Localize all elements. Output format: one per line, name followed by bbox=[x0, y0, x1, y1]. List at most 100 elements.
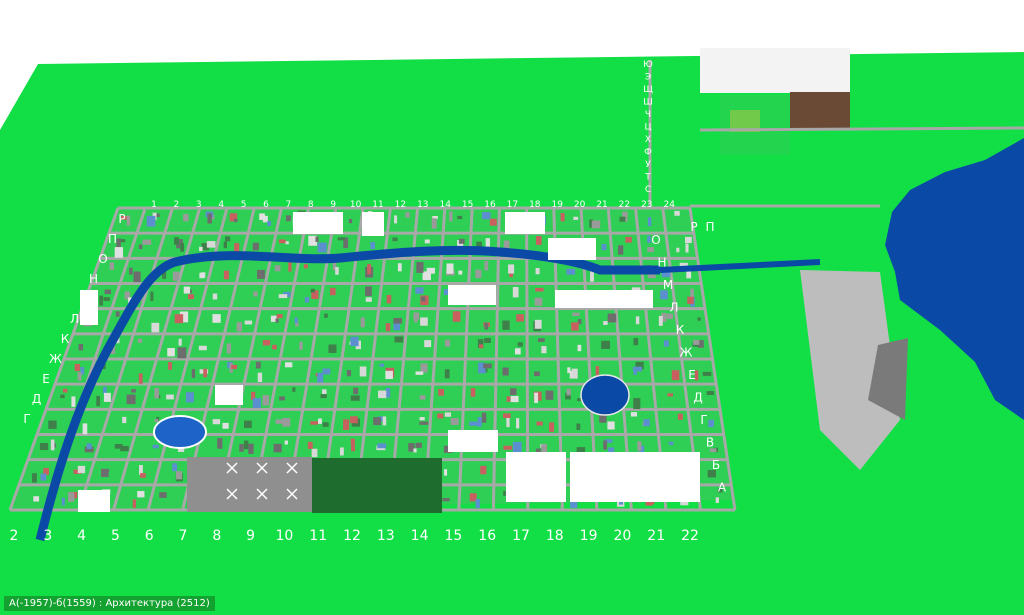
row-label: Н bbox=[657, 256, 666, 270]
white-lot bbox=[570, 452, 700, 502]
column-label: 1 bbox=[151, 200, 157, 210]
column-label: 14 bbox=[439, 200, 451, 210]
column-label: 9 bbox=[330, 200, 336, 210]
column-label: 20 bbox=[613, 528, 631, 544]
row-label: Ж bbox=[680, 346, 693, 360]
row-label: А bbox=[718, 481, 727, 495]
column-label: 17 bbox=[512, 528, 530, 544]
column-label: 5 bbox=[111, 528, 120, 544]
coastal-strip bbox=[800, 270, 900, 470]
column-label: 20 bbox=[574, 200, 586, 210]
row-label: Г bbox=[23, 412, 30, 426]
column-label: 13 bbox=[377, 528, 395, 544]
column-label: 16 bbox=[484, 200, 496, 210]
column-label: 22 bbox=[619, 200, 630, 210]
row-label: К bbox=[676, 323, 685, 337]
row-label: П bbox=[705, 220, 714, 234]
white-lot bbox=[555, 290, 653, 308]
column-label: 22 bbox=[681, 528, 699, 544]
column-label: 19 bbox=[551, 200, 563, 210]
north-park bbox=[720, 95, 790, 155]
column-label: 7 bbox=[286, 200, 292, 210]
column-label: 16 bbox=[478, 528, 496, 544]
row-label: Р bbox=[118, 212, 125, 226]
row-label: К bbox=[61, 332, 70, 346]
white-lot bbox=[78, 490, 110, 512]
column-label: 13 bbox=[417, 200, 428, 210]
column-label: 2 bbox=[10, 528, 19, 544]
column-label: 12 bbox=[395, 200, 406, 210]
row-label: О bbox=[651, 233, 660, 247]
white-lot bbox=[293, 212, 343, 234]
airfield-markings bbox=[226, 462, 298, 500]
white-lot bbox=[215, 385, 243, 405]
row-label: Э bbox=[645, 73, 651, 83]
column-label: 10 bbox=[350, 200, 362, 210]
white-lot bbox=[505, 212, 545, 234]
column-label: 17 bbox=[507, 200, 518, 210]
row-label: Ч bbox=[645, 110, 651, 120]
column-label: 18 bbox=[546, 528, 564, 544]
column-label: 10 bbox=[275, 528, 293, 544]
airfield bbox=[187, 457, 312, 512]
row-label: Ц bbox=[645, 123, 652, 133]
white-lot bbox=[448, 430, 498, 452]
row-label: С bbox=[645, 185, 651, 195]
row-label: Т bbox=[644, 173, 651, 183]
river bbox=[35, 245, 660, 542]
row-label: П bbox=[108, 232, 117, 246]
white-lot bbox=[506, 452, 566, 502]
row-label: М bbox=[79, 292, 89, 306]
column-label: 15 bbox=[462, 200, 473, 210]
column-label: 21 bbox=[596, 200, 607, 210]
row-label: В bbox=[706, 436, 714, 450]
column-label: 11 bbox=[309, 528, 327, 544]
row-label: У bbox=[645, 160, 651, 170]
channel bbox=[659, 259, 821, 273]
tower bbox=[868, 338, 908, 420]
stadium bbox=[153, 415, 207, 449]
white-lot bbox=[548, 238, 596, 260]
column-label: 8 bbox=[308, 200, 314, 210]
row-label: Р bbox=[690, 220, 697, 234]
airport bbox=[312, 458, 442, 513]
column-label: 15 bbox=[444, 528, 462, 544]
row-label: Ш bbox=[643, 98, 653, 108]
row-label: Х bbox=[645, 135, 651, 145]
column-label: 23 bbox=[641, 200, 652, 210]
row-label: М bbox=[663, 278, 673, 292]
row-label: Д bbox=[693, 391, 702, 405]
sea bbox=[885, 138, 1024, 420]
row-label: Ж bbox=[49, 352, 62, 366]
row-label: Ф bbox=[644, 148, 652, 158]
column-label: 11 bbox=[372, 200, 383, 210]
row-label: Л bbox=[669, 301, 678, 315]
column-label: 4 bbox=[218, 200, 224, 210]
row-label: Щ bbox=[643, 85, 653, 95]
column-label: 7 bbox=[179, 528, 188, 544]
row-label: Б bbox=[712, 458, 720, 472]
white-lot bbox=[362, 212, 384, 236]
column-label: 18 bbox=[529, 200, 541, 210]
column-label: 3 bbox=[43, 528, 52, 544]
column-label: 3 bbox=[196, 200, 202, 210]
column-label: 24 bbox=[663, 200, 675, 210]
north-district bbox=[700, 48, 850, 93]
row-label: Ю bbox=[643, 60, 653, 70]
column-label: 19 bbox=[580, 528, 598, 544]
row-label: Л bbox=[70, 312, 79, 326]
column-label: 14 bbox=[411, 528, 429, 544]
white-lot bbox=[448, 285, 496, 305]
status-bar: А(-1957)-б(1559) : Архитектура (2512) bbox=[4, 596, 215, 611]
north-plot bbox=[790, 92, 850, 128]
column-label: 5 bbox=[241, 200, 247, 210]
column-label: 4 bbox=[77, 528, 86, 544]
row-label: Е bbox=[688, 368, 696, 382]
